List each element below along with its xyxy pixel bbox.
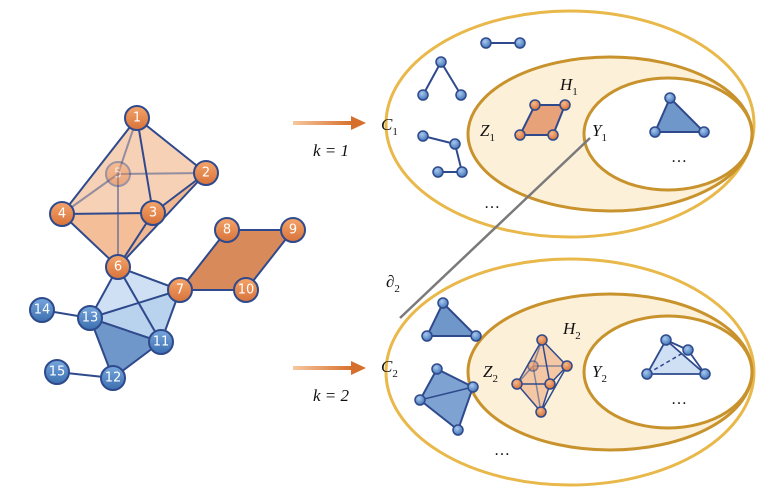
node-9: 9: [280, 217, 306, 243]
arrow-k2: [293, 361, 366, 375]
node-11: 11: [148, 329, 174, 355]
node-7: 7: [167, 277, 193, 303]
Y1-filled-triangle: [649, 92, 710, 138]
orange-octahedron-faces: [62, 118, 206, 267]
k2-label: k = 2: [313, 386, 350, 405]
svg-text:3: 3: [149, 206, 157, 221]
C1-ellipse: [384, 9, 756, 239]
C2-ellipse: [384, 257, 756, 487]
C1-label: C1: [381, 115, 398, 138]
svg-text:10: 10: [238, 283, 255, 298]
H1-label: H1: [559, 75, 578, 98]
svg-text:2: 2: [202, 166, 210, 181]
arrow-k1: [293, 116, 366, 130]
node-14: 14: [29, 297, 55, 323]
Y1-label: Y1: [592, 121, 607, 144]
svg-text:7: 7: [176, 283, 184, 298]
node-5: 5: [105, 161, 131, 187]
svg-text:8: 8: [223, 223, 231, 238]
node-13: 13: [77, 305, 103, 331]
node-15: 15: [44, 359, 70, 385]
Z1-orange-cycle: [514, 99, 571, 141]
svg-text:14: 14: [34, 303, 51, 318]
Y2-tetrahedron: [641, 334, 711, 380]
graph-nodes: 1 2 3 4 5 6 7 8 9 10 11 12 13 14 15: [29, 105, 306, 391]
simplicial-complex: 1 2 3 4 5 6 7 8 9 10 11 12 13 14 15: [29, 105, 306, 391]
svg-text:9: 9: [289, 223, 297, 238]
k1-label: k = 1: [313, 141, 349, 160]
svg-text:11: 11: [153, 335, 170, 350]
svg-text:15: 15: [49, 365, 66, 380]
svg-text:13: 13: [82, 311, 99, 326]
C1-path-graph-a: [417, 56, 467, 101]
Y2-ellipsis: …: [671, 391, 687, 408]
C2-filled-tetrahedron: [414, 363, 479, 436]
node-12: 12: [100, 365, 126, 391]
Y2-label: Y2: [592, 362, 607, 385]
Y1-ellipsis: …: [671, 149, 687, 166]
node-10: 10: [233, 277, 259, 303]
Z2-ellipsis: …: [494, 442, 510, 459]
boundary-label: ∂2: [386, 272, 400, 295]
svg-text:6: 6: [114, 260, 122, 275]
node-4: 4: [49, 201, 75, 227]
svg-text:5: 5: [114, 167, 122, 182]
node-6: 6: [105, 254, 131, 280]
orange-square-face: [177, 229, 296, 291]
node-8: 8: [214, 217, 240, 243]
svg-text:12: 12: [105, 371, 122, 386]
boundary-map-line: [399, 137, 591, 319]
node-2: 2: [193, 160, 219, 186]
Y1-ellipse: [582, 76, 754, 192]
Z2-orange-octahedron: [511, 334, 573, 418]
chain-group-k1: C1 Z1 Y1 H1 … …: [381, 9, 756, 239]
Z1-ellipsis: …: [484, 195, 500, 212]
C2-filled-triangle: [421, 297, 482, 342]
Z1-label: Z1: [480, 121, 495, 144]
svg-text:4: 4: [58, 207, 66, 222]
Z2-label: Z2: [483, 362, 498, 385]
node-3: 3: [140, 200, 166, 226]
C1-edge-pair: [480, 37, 526, 49]
node-1: 1: [124, 105, 150, 131]
svg-text:1: 1: [133, 111, 141, 126]
H2-label: H2: [562, 319, 581, 342]
chain-group-k2: C2 Z2 Y2 H2 … …: [381, 257, 756, 487]
C1-path-graph-b: [417, 130, 468, 178]
C2-label: C2: [381, 357, 398, 380]
